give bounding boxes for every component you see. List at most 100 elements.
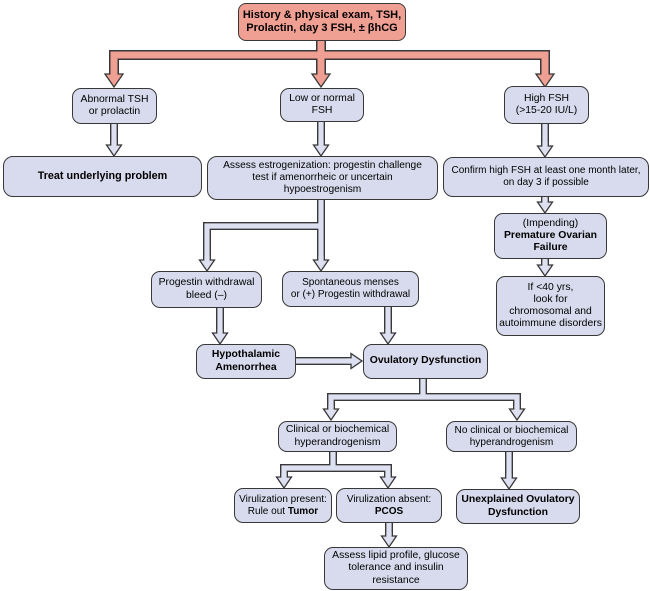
node-text-line: chromosomal and bbox=[509, 306, 592, 318]
node-text-line: Abnormal TSH bbox=[81, 94, 149, 106]
node-text-line: look for bbox=[533, 294, 567, 306]
connector-assess-branch bbox=[198, 200, 330, 273]
node-text: Dysfunction bbox=[487, 506, 549, 518]
node-text-line: bleed (–) bbox=[186, 290, 227, 302]
node-text: test if amenorrheic or uncertain bbox=[252, 172, 393, 184]
node-text: PCOS bbox=[374, 505, 404, 517]
node-text: Hypothalamic bbox=[211, 349, 281, 361]
node-text-line: Assess estrogenization: progestin challe… bbox=[223, 160, 422, 172]
node-confirm-high-fsh: Confirm high FSH at least one month late… bbox=[443, 157, 649, 197]
node-text: Prolactin, day 3 FSH, ± βhCG bbox=[246, 22, 398, 34]
node-history-exam: History & physical exam, TSH,Prolactin, … bbox=[238, 3, 406, 41]
node-virulization-absent: Virulization absent:PCOS bbox=[336, 488, 442, 523]
node-text-line: or prolactin bbox=[89, 106, 140, 118]
connector-lowfsh-to-assess bbox=[312, 122, 330, 158]
node-text: chromosomal and bbox=[509, 306, 592, 317]
node-text: No clinical or biochemical bbox=[454, 424, 569, 436]
node-ovulatory-dysfunction: Ovulatory Dysfunction bbox=[363, 344, 488, 379]
node-text: Abnormal TSH bbox=[80, 93, 149, 105]
node-text: Tumor bbox=[287, 505, 319, 517]
node-text: hyperandrogenism bbox=[469, 436, 554, 448]
connector-noclinical-to-unexplained bbox=[500, 452, 518, 491]
node-text: Assess estrogenization: progestin challe… bbox=[223, 160, 422, 172]
node-text: Spontaneous menses bbox=[302, 277, 399, 289]
node-text: resistance bbox=[372, 574, 420, 586]
node-text-line: Confirm high FSH at least one month late… bbox=[452, 165, 641, 177]
node-text-line: (>15-20 IU/L) bbox=[516, 105, 578, 117]
node-assess-estrogenization: Assess estrogenization: progestin challe… bbox=[207, 156, 438, 200]
node-text: on day 3 if possible bbox=[503, 177, 589, 188]
node-text: look for bbox=[533, 293, 568, 305]
node-text-line: on day 3 if possible bbox=[503, 177, 589, 189]
node-text: High FSH bbox=[523, 92, 570, 104]
node-virulization-present: Virulization present:Rule out Tumor bbox=[234, 488, 332, 523]
node-text: Failure bbox=[533, 242, 568, 254]
node-text: bleed (–) bbox=[185, 289, 227, 301]
node-text-line: resistance bbox=[372, 575, 419, 587]
node-text-line: Ovulatory Dysfunction bbox=[370, 355, 481, 367]
node-text: Progestin withdrawal bbox=[158, 277, 255, 289]
node-text: Assess lipid profile, glucose bbox=[332, 550, 460, 562]
connector-spontaneous-to-ovulatory bbox=[379, 307, 397, 346]
node-text-line: If <40 yrs, bbox=[528, 282, 574, 294]
connector-hypothalamic-to-ovulatory bbox=[296, 352, 364, 370]
node-text-line: Treat underlying problem bbox=[38, 170, 168, 183]
connector-progestin-to-hypothalamic bbox=[211, 308, 229, 346]
connector-clinical-branch bbox=[275, 452, 397, 490]
node-text-line: Dysfunction bbox=[488, 507, 548, 519]
node-text-line: FSH bbox=[312, 105, 333, 117]
connector-ovulatory-branch bbox=[322, 379, 526, 422]
connector-impending-to-if40 bbox=[536, 259, 554, 278]
node-text-line: Virulization present: bbox=[239, 494, 327, 506]
node-text: Virulization absent: bbox=[346, 493, 432, 505]
node-text-line: autoimmune disorders bbox=[499, 318, 602, 330]
node-text: If <40 yrs, bbox=[527, 281, 574, 293]
node-text: Clinical or biochemical bbox=[285, 424, 390, 436]
node-text-line: Prolactin, day 3 FSH, ± βhCG bbox=[246, 22, 398, 35]
node-text-line: hypoestrogenism bbox=[284, 184, 362, 196]
node-text-line: Assess lipid profile, glucose bbox=[332, 550, 460, 562]
node-text: Low or normal bbox=[289, 92, 355, 104]
node-text: or (+) Progestin withdrawal bbox=[290, 289, 411, 300]
connector-confirm-to-impending bbox=[536, 197, 554, 215]
node-text-line: High FSH bbox=[524, 93, 569, 105]
node-text: hyperandrogenism bbox=[294, 436, 381, 448]
node-text-line: PCOS bbox=[375, 506, 403, 518]
node-text: (Impending) bbox=[522, 217, 579, 229]
node-text: Confirm high FSH at least one month late… bbox=[451, 165, 641, 177]
node-text-line: Hypothalamic bbox=[212, 349, 280, 361]
node-high-fsh: High FSH(>15-20 IU/L) bbox=[504, 86, 589, 124]
node-text-line: Clinical or biochemical bbox=[286, 424, 389, 436]
node-text: or prolactin bbox=[88, 106, 141, 117]
node-text-line: No clinical or biochemical bbox=[455, 425, 569, 437]
node-text: History & physical exam, TSH, bbox=[242, 9, 402, 22]
node-text-line: Spontaneous menses bbox=[302, 277, 399, 289]
connector-abnormal-to-treat bbox=[105, 124, 123, 158]
node-text: hypoestrogenism bbox=[283, 183, 362, 195]
node-text: Virulization present: bbox=[239, 493, 327, 505]
node-text-line: (Impending) bbox=[523, 218, 578, 230]
node-text-line: hyperandrogenism bbox=[294, 437, 380, 449]
node-text-line: Amenorrhea bbox=[215, 362, 276, 374]
node-text-line: hyperandrogenism bbox=[470, 437, 554, 449]
node-text-line: Premature Ovarian bbox=[504, 230, 597, 242]
node-text: (>15-20 IU/L) bbox=[515, 105, 578, 116]
node-text: Treat underlying problem bbox=[37, 170, 168, 183]
node-text: FSH bbox=[311, 105, 333, 116]
node-text-line: Unexplained Ovulatory bbox=[461, 494, 574, 506]
node-text: Premature Ovarian bbox=[504, 229, 597, 241]
node-treat-underlying-problem: Treat underlying problem bbox=[3, 156, 202, 197]
node-text: tolerance and insulin bbox=[348, 562, 444, 574]
